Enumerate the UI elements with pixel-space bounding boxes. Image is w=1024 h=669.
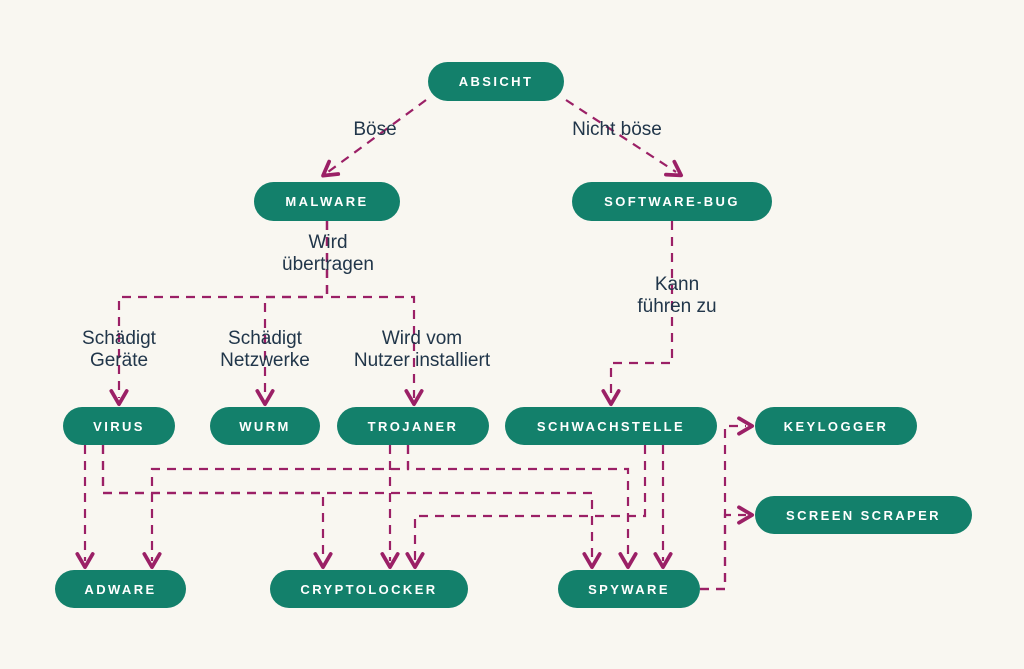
node-cryptolocker[interactable]: CRYPTOLOCKER (270, 570, 468, 608)
node-malware[interactable]: MALWARE (254, 182, 400, 221)
node-schwachstelle[interactable]: SCHWACHSTELLE (505, 407, 717, 445)
edge-trojaner-adware (142, 445, 410, 570)
edge-virus-cryptolocker (101, 445, 333, 570)
node-virus[interactable]: VIRUS (63, 407, 175, 445)
edge-label-boese: Böse (353, 119, 397, 140)
node-absicht[interactable]: ABSICHT (428, 62, 564, 101)
edge-label-wird-uebertragen: Wird übertragen (282, 232, 374, 276)
node-software-bug[interactable]: SOFTWARE-BUG (572, 182, 772, 221)
edge-label-kann-fuehren-zu: Kann führen zu (637, 274, 717, 318)
node-wurm[interactable]: WURM (210, 407, 320, 445)
edge-label-schaedigt-geraete: Schädigt Geräte (82, 328, 156, 372)
node-trojaner[interactable]: TROJANER (337, 407, 489, 445)
edge-label-schaedigt-netzwerke: Schädigt Netzwerke (220, 328, 310, 372)
edge-trojaner-spyware (406, 445, 638, 570)
node-adware[interactable]: ADWARE (55, 570, 186, 608)
node-spyware[interactable]: SPYWARE (558, 570, 700, 608)
edge-spyware-screen-scraper (700, 505, 755, 591)
edge-label-nicht-boese: Nicht böse (572, 119, 662, 140)
edge-spyware-keylogger (700, 416, 755, 591)
edge-virus-spyware (101, 445, 602, 570)
node-screen-scraper[interactable]: SCREEN SCRAPER (755, 496, 972, 534)
edge-schwachstelle-cryptolocker (405, 445, 647, 570)
edge-label-wird-vom-nutzer: Wird vom Nutzer installiert (353, 328, 491, 372)
node-keylogger[interactable]: KEYLOGGER (755, 407, 917, 445)
